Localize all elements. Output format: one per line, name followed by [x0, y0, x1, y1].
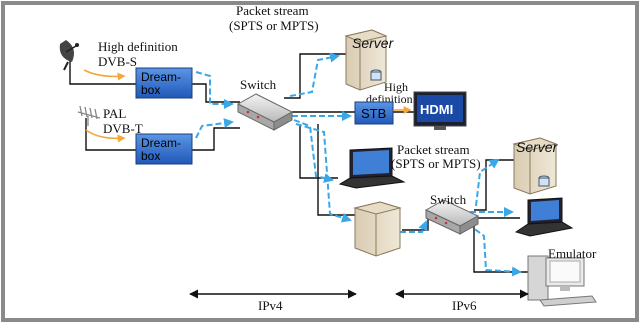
ipv6-label: IPv6	[452, 298, 477, 313]
dreambox-1: Dream- box	[135, 67, 193, 99]
antenna-icon	[77, 105, 101, 126]
ipv6-range: IPv6	[395, 289, 529, 313]
packet-stream-1-line1: Packet stream	[236, 3, 309, 18]
dreambox-2-line1: Dream-	[141, 136, 181, 150]
stb-box: STB	[354, 101, 394, 125]
hdmi-tv-icon: HDMI	[413, 91, 467, 130]
server-2-label: Server	[516, 139, 559, 155]
switch-1-label: Switch	[240, 77, 277, 92]
source-bottom-arrow	[85, 129, 126, 143]
hdmi-label: HDMI	[420, 102, 453, 117]
dreambox-2-line2: box	[141, 149, 160, 163]
source-top-line1: High definition	[98, 39, 178, 54]
switch-1: Switch	[236, 77, 294, 131]
dreambox-2: Dream- box	[135, 133, 193, 165]
source-top-line2: DVB-S	[98, 54, 137, 69]
server-1: Server	[344, 29, 395, 91]
ipv4-range: IPv4	[189, 289, 357, 313]
server-1-label: Server	[352, 35, 395, 51]
dreambox-1-line1: Dream-	[141, 70, 181, 84]
emulator-computer-icon: Emulator	[527, 246, 597, 307]
packet-stream-2-line1: Packet stream	[397, 142, 470, 157]
pc-tower-icon	[353, 201, 402, 257]
source-bottom-line2: DVB-T	[103, 121, 143, 136]
server-2: Server	[512, 137, 559, 195]
switch-2: Switch	[424, 192, 480, 235]
stream-arrows	[195, 52, 522, 277]
source-bottom-line1: PAL	[103, 106, 126, 121]
source-top-arrow	[83, 69, 126, 81]
emulator-label: Emulator	[548, 246, 597, 261]
packet-stream-1-line2: (SPTS or MPTS)	[229, 18, 319, 33]
dreambox-1-line2: box	[141, 83, 160, 97]
laptop-2-icon	[514, 197, 574, 237]
packet-stream-2-line2: (SPTS or MPTS)	[391, 156, 481, 171]
switch-2-label: Switch	[430, 192, 467, 207]
high-definition-line1: High	[384, 80, 408, 94]
stb-label: STB	[361, 106, 386, 121]
ipv4-label: IPv4	[258, 298, 283, 313]
satellite-dish-icon	[59, 40, 79, 71]
laptop-1-icon	[338, 147, 406, 189]
